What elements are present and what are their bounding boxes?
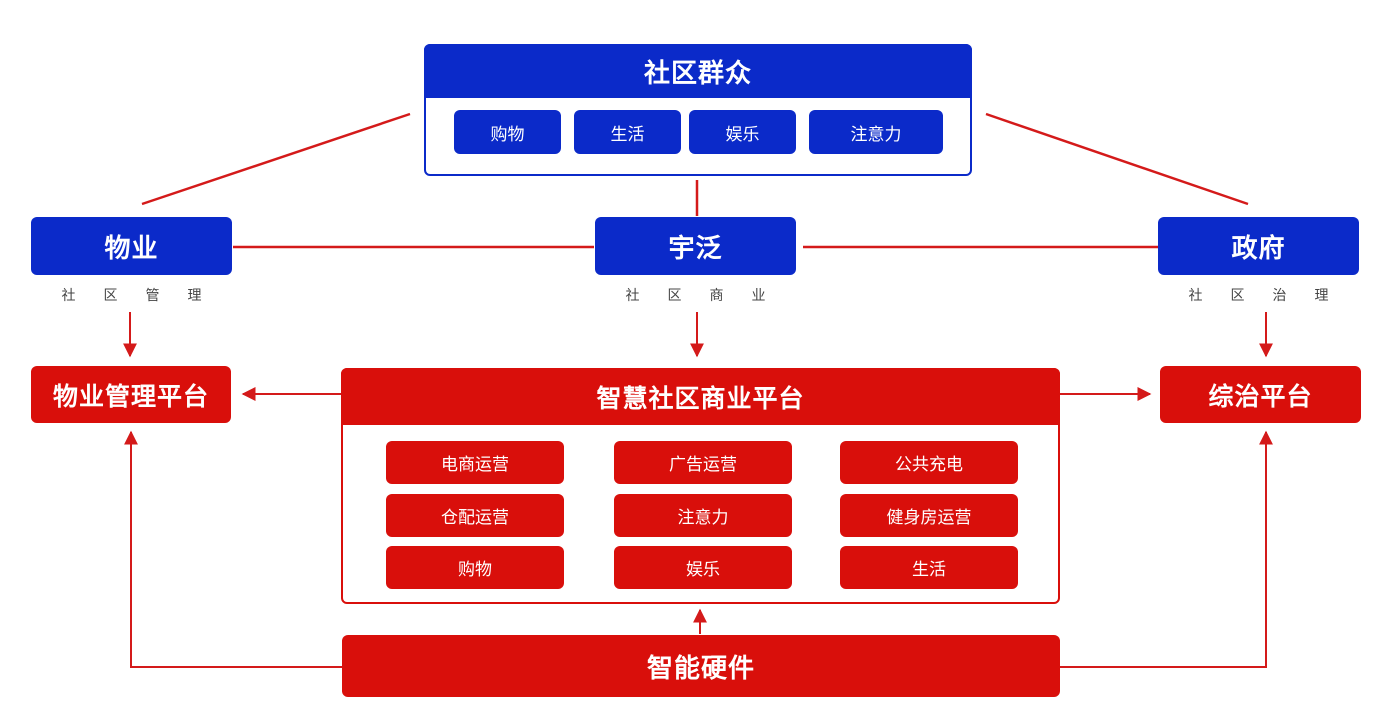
government-node: 政府 — [1158, 217, 1359, 275]
residents-item-attention: 注意力 — [809, 110, 943, 154]
smart-hardware: 智能硬件 — [342, 635, 1060, 697]
commerce-item-charging: 公共充电 — [840, 441, 1018, 484]
residents-item-entertainment: 娱乐 — [689, 110, 796, 154]
commerce-platform-panel: 智慧社区商业平台 电商运营 广告运营 公共充电 仓配运营 注意力 健身房运营 购… — [341, 368, 1060, 604]
property-subtitle: 社区管理 — [61, 288, 230, 304]
arrow-hardware-governance — [1060, 430, 1273, 668]
commerce-platform-title: 智慧社区商业平台 — [341, 368, 1060, 425]
property-node: 物业 — [31, 217, 232, 275]
commerce-item-shopping: 购物 — [386, 546, 564, 589]
residents-panel: 社区群众 购物 生活 娱乐 注意力 — [424, 44, 972, 176]
arrow-hardware-property — [124, 430, 342, 668]
government-subtitle: 社区治理 — [1188, 288, 1357, 304]
commerce-item-advertising: 广告运营 — [614, 441, 792, 484]
governance-platform: 综治平台 — [1160, 366, 1361, 423]
residents-item-shopping: 购物 — [454, 110, 561, 154]
line-residents-property — [141, 112, 411, 206]
residents-item-life: 生活 — [574, 110, 681, 154]
commerce-item-entertainment: 娱乐 — [614, 546, 792, 589]
property-platform: 物业管理平台 — [31, 366, 231, 423]
yufan-subtitle: 社区商业 — [625, 288, 794, 304]
commerce-item-gym: 健身房运营 — [840, 494, 1018, 537]
commerce-item-life: 生活 — [840, 546, 1018, 589]
commerce-item-warehouse: 仓配运营 — [386, 494, 564, 537]
line-residents-government — [985, 112, 1249, 206]
commerce-item-attention: 注意力 — [614, 494, 792, 537]
residents-title: 社区群众 — [424, 44, 972, 98]
yufan-node: 宇泛 — [595, 217, 796, 275]
commerce-item-ecommerce: 电商运营 — [386, 441, 564, 484]
